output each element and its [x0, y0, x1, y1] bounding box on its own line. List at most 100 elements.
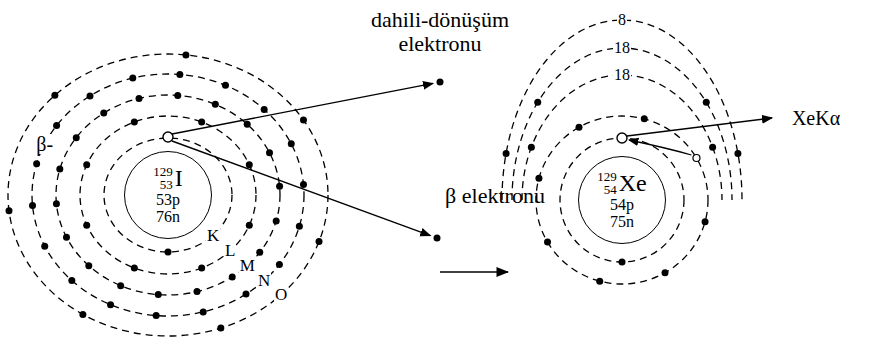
electron-dot	[131, 264, 138, 271]
electron-dot	[83, 161, 90, 168]
electron-dot	[165, 249, 172, 256]
electron-dot	[276, 261, 283, 268]
shell-name: O	[274, 286, 288, 303]
nuclide-symbol: 12954Xe	[597, 170, 646, 197]
electron-dot	[243, 291, 250, 298]
electron-dot	[6, 207, 13, 214]
electron-dot	[182, 51, 189, 58]
electron-dot	[437, 79, 444, 86]
electron-shell	[560, 138, 684, 262]
electron-dot	[296, 223, 303, 230]
electron-dot	[300, 181, 307, 188]
shell-electron-count: 18	[613, 67, 631, 83]
electron-dot	[256, 249, 263, 256]
atomic-number: 54	[604, 183, 617, 197]
electron-dot	[534, 99, 541, 106]
element-symbol: I	[175, 166, 183, 190]
electron-dot	[434, 235, 441, 242]
nuclide-indices: 12953	[153, 165, 173, 192]
electron-dot	[316, 238, 323, 245]
electron-dot	[174, 92, 181, 99]
electron-dot	[198, 119, 205, 126]
electron-dot	[117, 282, 124, 289]
electron-dot	[702, 218, 709, 225]
electron-dot	[200, 308, 207, 315]
electron-dot	[246, 161, 253, 168]
electron-dot	[576, 124, 583, 131]
shell-name: M	[239, 257, 256, 274]
nucleus-text: 12953I53p76n	[153, 165, 183, 226]
electron-dot	[596, 278, 603, 285]
electron-shell-arc	[522, 75, 722, 200]
electron-dot	[709, 144, 716, 151]
neutron-count: 75n	[610, 214, 634, 231]
nucleus-text: 12954Xe54p75n	[597, 170, 646, 231]
electron-dot	[212, 101, 219, 108]
electron-dot	[288, 140, 295, 147]
electron-dot	[198, 264, 205, 271]
shell-electron-count: 8	[617, 12, 627, 28]
mass-number: 129	[597, 170, 617, 184]
electron-shell	[536, 116, 708, 284]
electron-dot	[107, 301, 114, 308]
electron-dot	[273, 217, 280, 224]
x-ray-label: XeKα	[791, 108, 841, 128]
electron-dot	[83, 222, 90, 229]
nucleus-circle: 12954Xe54p75n	[578, 156, 666, 244]
shell-name: L	[224, 242, 236, 259]
electron-dot	[86, 92, 93, 99]
electron-dot	[100, 110, 107, 117]
particle-symbol: β-	[35, 134, 54, 154]
electron-dot	[266, 149, 273, 156]
electron-dot	[503, 150, 510, 157]
nucleus-circle: 12953I53p76n	[124, 151, 212, 239]
electron-label: dahili-dönüşüm elektronu	[350, 8, 530, 56]
electron-transition-arrow	[629, 140, 691, 155]
neutron-count: 76n	[156, 209, 180, 226]
electron-dot	[155, 291, 162, 298]
electron-dot	[29, 202, 36, 209]
electron-shell	[80, 116, 256, 274]
electron-shell	[8, 54, 328, 336]
electron-dot	[222, 82, 229, 89]
electron-dot	[153, 312, 160, 319]
nuclide-symbol: 12953I	[153, 165, 183, 192]
shell-vacancy	[163, 132, 173, 142]
electron-dot	[662, 269, 669, 276]
electron-former-place	[693, 155, 700, 162]
electron-dot	[68, 277, 75, 284]
electron-dot	[276, 183, 283, 190]
proton-count: 53p	[156, 192, 180, 209]
electron-dot	[703, 99, 710, 106]
electron-dot	[53, 122, 60, 129]
electron-dot	[63, 234, 70, 241]
electron-dot	[129, 75, 136, 82]
electron-dot	[136, 95, 143, 102]
electron-shell-arc	[512, 48, 732, 200]
electron-dot	[73, 134, 80, 141]
electron-dot	[79, 311, 86, 318]
atomic-number: 53	[160, 178, 173, 192]
shell-electron-count: 18	[613, 40, 631, 56]
electron-dot	[176, 71, 183, 78]
electron-dot	[33, 160, 40, 167]
electron-dot	[51, 92, 58, 99]
mass-number: 129	[153, 165, 173, 179]
electron-dot	[56, 166, 63, 173]
electron-dot	[246, 222, 253, 229]
nuclide-indices: 12954	[597, 170, 617, 197]
electron-dot	[131, 119, 138, 126]
electron-dot	[619, 259, 626, 266]
electron-dot	[85, 262, 92, 269]
electron-dot	[41, 243, 48, 250]
electron-dot	[528, 144, 535, 151]
electron-dot	[53, 200, 60, 207]
electron-dot	[641, 115, 648, 122]
electron-dot	[229, 273, 236, 280]
electron-dot	[734, 150, 741, 157]
conversion-electron-path	[172, 83, 433, 134]
electron-dot	[193, 288, 200, 295]
electron-dot	[217, 325, 224, 332]
x-ray-arrow	[627, 118, 772, 136]
